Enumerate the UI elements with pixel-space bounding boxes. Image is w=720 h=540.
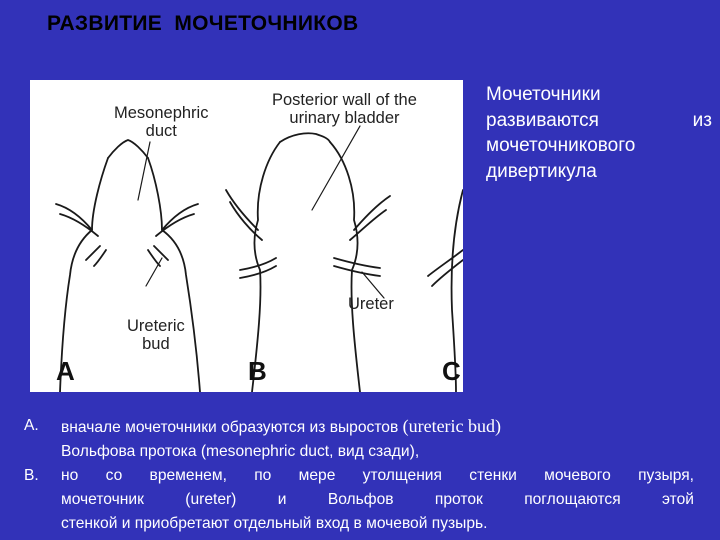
label-ureter: Ureter — [348, 295, 394, 313]
side-caption-line: дивертикула — [486, 160, 597, 182]
leader-posterior-wall — [311, 125, 361, 211]
note-b: B. но со временем, по мере утолщения сте… — [24, 464, 694, 536]
panel-letter-a: A — [56, 356, 75, 386]
panel-b-bladder-outline — [251, 141, 361, 392]
note-line: но со временем, по мере утолщения стенки… — [61, 467, 694, 484]
note-line: Вольфова протока (mesonephric duct, вид … — [61, 443, 420, 460]
panel-a-left-duct — [55, 203, 99, 237]
note-a: A. вначале мочеточники образуются из выр… — [24, 414, 694, 464]
bladder-ureter-drawing — [55, 125, 463, 392]
panel-letter-b: B — [248, 356, 267, 386]
side-caption-line: Мочеточники — [486, 84, 601, 105]
panel-b-right-ureter — [333, 257, 381, 277]
note-line: вначале мочеточники образуются из вырост… — [61, 414, 694, 440]
leader-mesonephric — [137, 141, 151, 201]
panel-a-right-duct — [155, 203, 199, 237]
label-posterior-wall: Posterior wall of the urinary bladder — [272, 91, 417, 128]
embryology-illustration: Mesonephric duct Posterior wall of the u… — [30, 80, 463, 392]
panel-a-left-bud — [85, 245, 107, 267]
side-caption-line: развиваются из — [486, 109, 712, 131]
panel-b-left-duct — [225, 189, 263, 241]
notes-list: A. вначале мочеточники образуются из выр… — [24, 414, 694, 536]
panel-b-right-duct — [349, 195, 391, 241]
side-caption-line: мочеточникового — [486, 135, 636, 156]
panel-a-urogenital-top — [107, 139, 149, 159]
panel-letter-c: C — [442, 356, 461, 386]
leader-ureteric-bud — [145, 257, 163, 287]
note-text: вначале мочеточники образуются из вырост… — [61, 419, 403, 436]
panel-c-duct — [427, 249, 463, 287]
panel-c-bladder-outline — [450, 189, 463, 392]
panel-a-bladder-outline — [59, 157, 201, 392]
panel-b-urogenital-top — [279, 132, 331, 143]
note-marker: B. — [24, 467, 39, 484]
note-term: (ureteric bud) — [402, 416, 502, 436]
panel-a-right-bud — [147, 245, 169, 267]
slide-title: РАЗВИТИЕ МОЧЕТОЧНИКОВ — [47, 12, 359, 35]
leader-ureter — [361, 271, 385, 299]
panel-b-left-ureter — [239, 257, 277, 279]
label-ureteric-bud: Ureteric bud — [127, 317, 185, 354]
side-caption: Мочеточники развиваются из мочеточниково… — [486, 82, 712, 184]
note-marker: A. — [24, 417, 39, 434]
note-line: стенкой и приобретают отдельный вход в м… — [61, 515, 488, 532]
label-mesonephric-duct: Mesonephric duct — [114, 104, 209, 141]
note-line: мочеточник (ureter) и Вольфов проток пог… — [61, 491, 694, 508]
